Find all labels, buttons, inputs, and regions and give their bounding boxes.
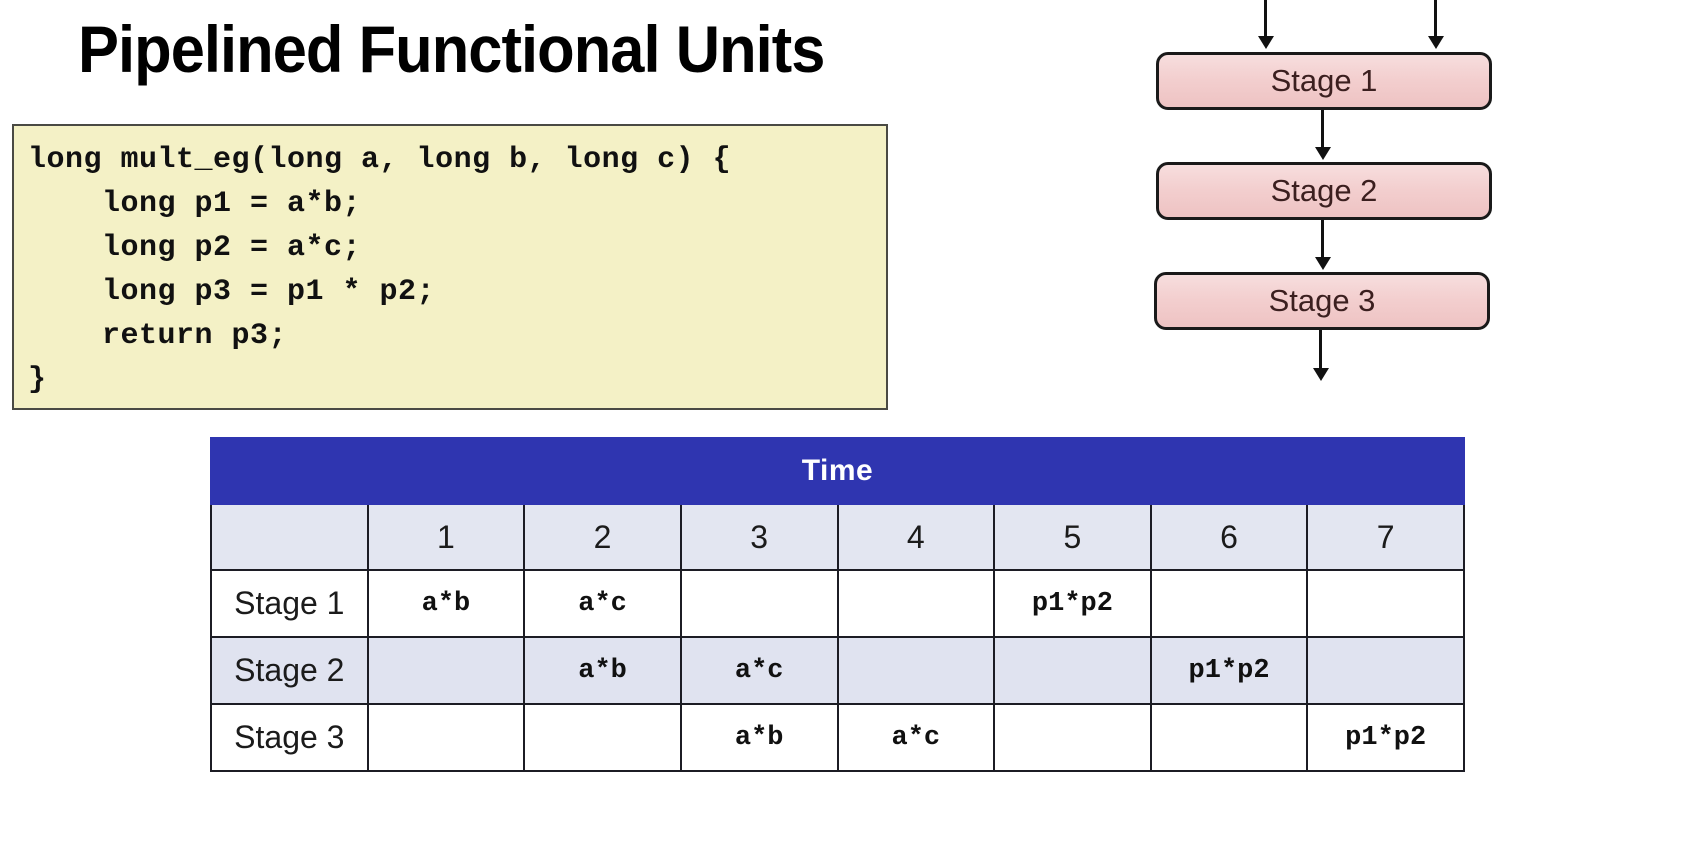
input-arrow-right-shaft [1434, 0, 1437, 38]
code-line: return p3; [28, 319, 288, 353]
code-line: long mult_eg(long a, long b, long c) { [28, 143, 732, 177]
stage2-to-stage3-shaft [1321, 220, 1324, 258]
stage2-to-stage3-head [1315, 257, 1331, 270]
table-col-header-4: 4 [836, 503, 996, 571]
table-cell [679, 569, 839, 638]
table-time-header: Time [210, 437, 1465, 505]
stage1-to-stage2-head [1315, 147, 1331, 160]
stage1-to-stage2-shaft [1321, 110, 1324, 148]
table-cell: a*c [523, 569, 682, 638]
table-cell: p1*p2 [993, 569, 1152, 638]
table-row: Stage 3 a*b a*c p1*p2 [210, 703, 1465, 772]
code-line: long p2 = a*c; [28, 231, 362, 265]
table-col-header-6: 6 [1149, 503, 1309, 571]
pipeline-stage-3-label: Stage 3 [1268, 283, 1376, 318]
pipeline-stage-2-label: Stage 2 [1270, 173, 1378, 208]
table-row: Stage 2 a*b a*c p1*p2 [210, 636, 1465, 705]
table-column-header-row: 1 2 3 4 5 6 7 [210, 503, 1465, 571]
table-col-header-7: 7 [1306, 503, 1465, 571]
table-cell [1149, 703, 1309, 772]
pipeline-stage-3[interactable]: Stage 3 [1154, 272, 1490, 330]
table-cell: a*b [366, 569, 526, 638]
table-cell [836, 569, 996, 638]
code-line: } [28, 363, 47, 397]
table-row: Stage 1 a*b a*c p1*p2 [210, 569, 1465, 638]
table-time-header-row: Time [210, 437, 1465, 505]
table-cell [366, 636, 526, 705]
table-cell: p1*p2 [1149, 636, 1309, 705]
page-title: Pipelined Functional Units [78, 12, 825, 86]
pipeline-stage-1[interactable]: Stage 1 [1156, 52, 1492, 110]
table-col-header-5: 5 [993, 503, 1152, 571]
table-row-label: Stage 1 [210, 569, 369, 638]
table-cell: p1*p2 [1306, 703, 1465, 772]
table-cell: a*c [836, 703, 996, 772]
output-arrow-shaft [1319, 330, 1322, 370]
table-col-header-3: 3 [679, 503, 839, 571]
table-cell [1149, 569, 1309, 638]
input-arrow-left-shaft [1264, 0, 1267, 38]
table-col-header-2: 2 [523, 503, 682, 571]
pipeline-stage-2[interactable]: Stage 2 [1156, 162, 1492, 220]
table-row-label: Stage 3 [210, 703, 369, 772]
pipeline-stage-1-label: Stage 1 [1270, 63, 1378, 98]
table-cell [993, 703, 1152, 772]
table-cell: a*b [679, 703, 839, 772]
pipeline-schedule-table: Time 1 2 3 4 5 6 7 Stage 1 a*b a*c p1*p2 [210, 437, 1465, 772]
table-cell [1306, 569, 1465, 638]
code-line: long p1 = a*b; [28, 187, 362, 221]
table-cell: a*b [523, 636, 682, 705]
table-col-header-1: 1 [366, 503, 526, 571]
table-cell [1306, 636, 1465, 705]
table-corner-cell [210, 503, 369, 571]
table-cell: a*c [679, 636, 839, 705]
pipeline-diagram: Stage 1 Stage 2 Stage 3 [1140, 0, 1560, 400]
table-cell [523, 703, 682, 772]
table-cell [366, 703, 526, 772]
table-cell [993, 636, 1152, 705]
code-line: long p3 = p1 * p2; [28, 275, 436, 309]
input-arrow-left-head [1258, 36, 1274, 49]
table-cell [836, 636, 996, 705]
input-arrow-right-head [1428, 36, 1444, 49]
output-arrow-head [1313, 368, 1329, 381]
code-block: long mult_eg(long a, long b, long c) { l… [12, 124, 888, 410]
table-row-label: Stage 2 [210, 636, 369, 705]
